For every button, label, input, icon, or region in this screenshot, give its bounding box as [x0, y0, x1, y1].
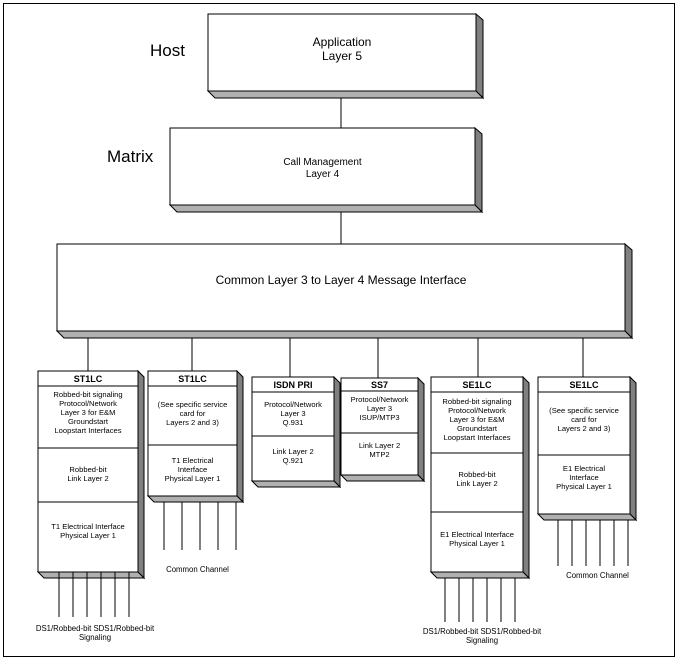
card-2-s1-line: Layers 2 and 3) — [166, 418, 219, 428]
card-se1lc-2 — [536, 375, 638, 522]
card-5-title: SE1LC — [462, 380, 492, 390]
card-1-s1-line: Robbed-bit signaling — [53, 390, 123, 399]
application-box — [206, 12, 485, 100]
card-2-s2-line: Interface — [177, 465, 208, 475]
card-5-section-1: Robbed-bit signaling Protocol/Network La… — [431, 397, 523, 443]
card-5-section-2: Robbed-bit Link Layer 2 — [431, 470, 523, 488]
card-3-s1-line: Protocol/Network — [264, 400, 322, 409]
card-4-section-1: Protocol/Network Layer 3 ISUP/MTP3 — [341, 395, 418, 422]
card-5-s2-line: Link Layer 2 — [456, 479, 498, 489]
common-interface-box — [55, 242, 634, 340]
card-1-s1-line: Loopstart Interfaces — [54, 426, 122, 436]
call-management-text: Call Management Layer 4 — [170, 157, 475, 180]
call-management-box — [168, 126, 484, 214]
card-5-s2-line: Robbed-bit — [458, 470, 496, 479]
application-layer: Layer 5 — [321, 48, 363, 63]
se1lc-1-pins — [444, 578, 516, 622]
se1lc-signaling-label: DS1/Robbed-bit SDS1/Robbed-bit Signaling — [397, 627, 567, 646]
se1lc-signaling-line: DS1/Robbed-bit SDS1/Robbed-bit — [422, 627, 542, 636]
card-4-s1-line: ISUP/MTP3 — [359, 413, 400, 423]
card-2-s1-line: card for — [179, 409, 206, 419]
card-3-title: ISDN PRI — [273, 380, 313, 390]
call-management-title: Call Management — [283, 157, 362, 168]
card-1-s2-line: Robbed-bit — [69, 465, 107, 474]
card-2-title: ST1LC — [178, 374, 207, 384]
card-5-s3-line: E1 Electrical Interface — [440, 530, 514, 539]
card-6-s2-line: Physical Layer 1 — [556, 482, 612, 492]
card-2-s1-line: (See specific service — [157, 400, 228, 409]
card-3-s1-line: Layer 3 — [280, 409, 306, 419]
card-4-s2-line: MTP2 — [369, 450, 390, 460]
card-se1lc-1 — [429, 375, 531, 580]
card-5-s3-line: Physical Layer 1 — [449, 539, 505, 549]
card-6-section-1: (See specific service card for Layers 2 … — [538, 406, 630, 433]
host-label: Host — [150, 41, 185, 60]
application-title: Application — [312, 35, 372, 49]
card-6-s2-line: Interface — [569, 473, 599, 483]
card-3-s2-line: Q.921 — [282, 456, 304, 466]
st1lc-common-channel-label: Common Channel — [166, 565, 229, 574]
card-6-s2-line: E1 Electrical — [562, 464, 606, 473]
card-st1lc-1 — [36, 369, 146, 580]
st1lc-signaling-label: DS1/Robbed-bit SDS1/Robbed-bit Signaling — [10, 624, 180, 643]
matrix-label: Matrix — [107, 147, 154, 166]
card-5-s1-line: Protocol/Network — [448, 406, 506, 416]
card-3-section-2: Link Layer 2 Q.921 — [252, 447, 334, 465]
card-4-s2-line: Link Layer 2 — [358, 441, 401, 450]
card-1-title: ST1LC — [73, 374, 103, 384]
card-1-section-2: Robbed-bit Link Layer 2 — [38, 465, 138, 483]
st1lc-signaling-line: DS1/Robbed-bit SDS1/Robbed-bit — [35, 624, 155, 633]
card-1-s3-line: Physical Layer 1 — [60, 531, 116, 541]
se1lc-common-channel-label: Common Channel — [566, 571, 629, 580]
se1lc-2-pins — [557, 520, 629, 566]
card-6-s1-line: card for — [571, 415, 597, 425]
card-1-s1-line: Groundstart — [67, 417, 109, 427]
card-2-s2-line: T1 Electrical — [171, 456, 214, 465]
card-6-title: SE1LC — [569, 380, 599, 390]
card-1-section-1: Robbed-bit signaling Protocol/Network La… — [38, 390, 138, 436]
card-6-section-2: E1 Electrical Interface Physical Layer 1 — [538, 464, 630, 491]
card-4-section-2: Link Layer 2 MTP2 — [341, 441, 418, 459]
application-text: Application Layer 5 — [208, 35, 476, 64]
card-3-section-1: Protocol/Network Layer 3 Q.931 — [252, 400, 334, 427]
card-4-s1-line: Protocol/Network — [350, 395, 409, 404]
card-isdn-pri — [250, 375, 342, 489]
card-4-title: SS7 — [370, 380, 388, 390]
card-2-section-2: T1 Electrical Interface Physical Layer 1 — [148, 456, 237, 483]
card-1-section-3: T1 Electrical Interface Physical Layer 1 — [38, 522, 138, 540]
card-1-s3-line: T1 Electrical Interface — [51, 522, 125, 531]
card-4-s1-line: Layer 3 — [366, 404, 393, 414]
st1lc-2-pins — [163, 502, 237, 550]
call-management-layer: Layer 4 — [305, 168, 340, 180]
card-3-s1-line: Q.931 — [282, 418, 304, 428]
card-ss7 — [339, 376, 426, 483]
common-interface-text: Common Layer 3 to Layer 4 Message Interf… — [215, 273, 467, 287]
card-5-section-3: E1 Electrical Interface Physical Layer 1 — [431, 530, 523, 548]
st1lc-signaling-line: Signaling — [78, 632, 112, 642]
card-5-s1-line: Robbed-bit signaling — [442, 397, 512, 406]
card-5-s1-line: Loopstart Interfaces — [443, 433, 511, 443]
card-6-s1-line: (See specific service — [549, 406, 619, 415]
card-2-s2-line: Physical Layer 1 — [164, 474, 221, 484]
card-2-section-1: (See specific service card for Layers 2 … — [148, 400, 237, 427]
card-5-s1-line: Layer 3 for E&M — [449, 415, 505, 425]
card-1-s1-line: Protocol/Network — [59, 399, 117, 409]
card-1-s1-line: Layer 3 for E&M — [60, 408, 116, 418]
diagram-frame — [3, 3, 675, 657]
card-5-s1-line: Groundstart — [456, 424, 498, 434]
card-3-s2-line: Link Layer 2 — [272, 447, 314, 456]
card-1-s2-line: Link Layer 2 — [67, 474, 109, 484]
card-st1lc-2 — [146, 369, 245, 504]
se1lc-signaling-line: Signaling — [465, 635, 499, 645]
card-6-s1-line: Layers 2 and 3) — [557, 424, 611, 434]
st1lc-1-pins — [58, 572, 130, 617]
